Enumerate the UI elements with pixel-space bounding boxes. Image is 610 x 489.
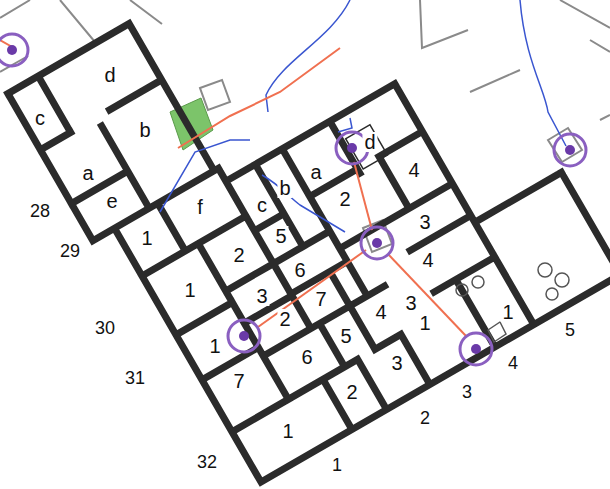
- room-label: e: [104, 191, 119, 211]
- entrance-number: 4: [506, 354, 520, 372]
- room-label: d: [102, 65, 117, 85]
- context-wall: [420, 0, 610, 120]
- entrance-number: 5: [563, 321, 577, 339]
- room-label: 4: [373, 302, 388, 322]
- pipe: [266, 0, 350, 112]
- cistern-ring: [460, 333, 492, 365]
- cistern-ring: [228, 320, 260, 352]
- room-label: 1: [500, 302, 515, 322]
- drain: [178, 48, 340, 148]
- room-label: 3: [417, 212, 432, 232]
- entrance-number: 29: [58, 242, 82, 260]
- room-label: 7: [313, 289, 328, 309]
- room-label: 3: [254, 286, 269, 306]
- drain: [258, 250, 366, 327]
- room-label: 1: [182, 280, 197, 300]
- room-label: b: [137, 120, 152, 140]
- entrance-number: 2: [418, 409, 432, 427]
- cistern-dot: [565, 145, 575, 155]
- basins: [456, 263, 569, 342]
- cistern-dot: [7, 45, 17, 55]
- room-label: 1: [280, 421, 295, 441]
- room-label: 1: [139, 228, 154, 248]
- walls: [8, 0, 610, 489]
- room-label: 4: [406, 160, 421, 180]
- room-label: 2: [277, 309, 292, 329]
- room-label: 2: [337, 189, 352, 209]
- entrance-number: 31: [123, 369, 147, 387]
- room-label: 1: [207, 336, 222, 356]
- context-structures: [0, 0, 610, 252]
- basin: [472, 276, 484, 288]
- room-label: a: [80, 163, 95, 183]
- entrance-number: 3: [460, 383, 474, 401]
- wall: [8, 0, 610, 489]
- room-label: 3: [403, 293, 418, 313]
- pipe: [520, 0, 566, 146]
- room-label: 5: [338, 326, 353, 346]
- entrance-number: 32: [195, 453, 219, 471]
- basin: [546, 288, 558, 300]
- pipe: [160, 140, 250, 212]
- room-label: 2: [231, 245, 246, 265]
- basin: [538, 263, 552, 277]
- drain-lines: [0, 40, 466, 336]
- cistern-ring: [554, 134, 586, 166]
- pipe: [262, 175, 345, 232]
- entrance-number: 28: [28, 202, 52, 220]
- room-label: 3: [389, 353, 404, 373]
- cistern-ring: [0, 34, 28, 66]
- room-label: 5: [273, 226, 288, 246]
- basin: [488, 322, 506, 342]
- drain: [354, 162, 372, 230]
- pipe: [338, 118, 352, 132]
- room-label: 2: [344, 382, 359, 402]
- basin: [200, 80, 230, 110]
- room-label: 1: [417, 313, 432, 333]
- entrance-number: 1: [330, 456, 344, 474]
- room-label: 6: [299, 347, 314, 367]
- room-label: b: [277, 178, 292, 198]
- cistern-dot: [372, 238, 382, 248]
- room-label: 6: [292, 260, 307, 280]
- basin: [456, 284, 468, 296]
- room-label: 7: [231, 371, 246, 391]
- room-label: c: [255, 195, 269, 215]
- room-label: a: [308, 162, 323, 182]
- cistern-dot: [239, 331, 249, 341]
- cistern-dot: [471, 344, 481, 354]
- room-label: f: [195, 197, 205, 217]
- water-pipes: [160, 0, 566, 232]
- room-label: c: [33, 108, 47, 128]
- cisterns: [0, 34, 586, 365]
- cistern-ring: [361, 227, 393, 259]
- room-label: 4: [420, 250, 435, 270]
- entrance-number: 30: [93, 319, 117, 337]
- cistern-dot: [347, 143, 357, 153]
- basin: [555, 273, 569, 287]
- room-label: d: [362, 132, 377, 152]
